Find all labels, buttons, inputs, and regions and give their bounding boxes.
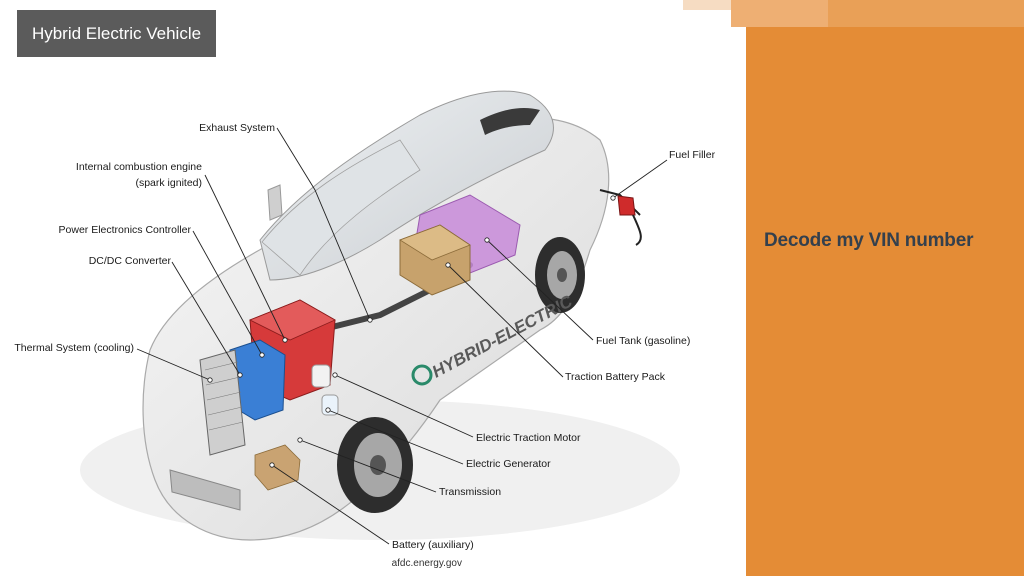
label-dcdc-converter: DC/DC Converter [89,255,172,267]
leader-lines [136,127,668,545]
label-transmission: Transmission [439,486,501,498]
label-electric-generator: Electric Generator [466,458,551,470]
coolant-reservoir [311,364,331,388]
vehicle-illustration: HYBRID-ELECTRIC [14,90,716,551]
label-spark-ignited: (spark ignited) [135,177,202,189]
traction-battery-top [399,224,471,261]
label-exhaust-system: Exhaust System [199,122,275,134]
label-fuel-filler: Fuel Filler [669,149,716,161]
engine-top [249,299,336,341]
radiator [199,349,246,456]
source-credit: afdc.energy.gov [391,558,462,569]
label-fuel-tank: Fuel Tank (gasoline) [596,335,690,347]
label-traction-battery-pack: Traction Battery Pack [565,371,666,383]
diagram-title: Hybrid Electric Vehicle [17,10,216,57]
fuel-nozzle [599,189,642,246]
side-mirror [267,184,283,221]
side-heading: Decode my VIN number [764,230,974,251]
front-wheel [337,417,413,513]
front-grille [169,469,241,511]
decorative-strip [828,0,1024,27]
label-power-electronics-controller: Power Electronics Controller [59,224,192,236]
aux-battery-shape [254,444,301,491]
side-panel [746,0,1024,576]
sunroof [480,108,540,135]
callout-dots [207,195,616,468]
hybrid-leaf-logo [411,364,433,386]
fluid-reservoir [321,394,339,416]
decorative-strip [683,0,731,10]
diagram-panel: HYBRID-ELECTRIC [14,10,716,569]
label-thermal-system: Thermal System (cooling) [14,342,134,354]
label-auxiliary-battery: Battery (auxiliary) [392,539,474,551]
label-internal-combustion-engine: Internal combustion engine [76,161,202,173]
label-electric-traction-motor: Electric Traction Motor [476,432,581,444]
decorative-strip [731,0,828,27]
rear-wheel [535,237,585,313]
windshield [261,139,421,276]
